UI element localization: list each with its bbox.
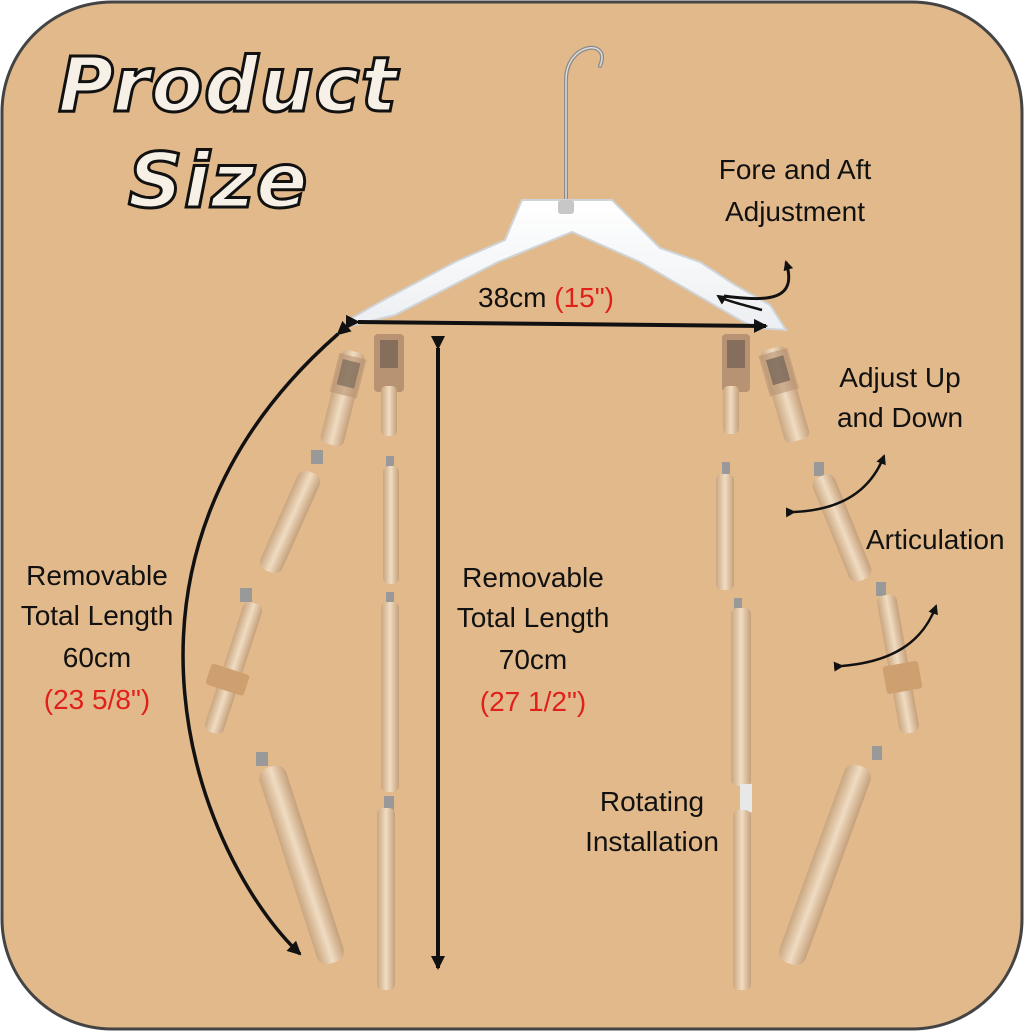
adjust-arrow bbox=[785, 454, 886, 518]
body-label-2: Total Length bbox=[456, 602, 610, 633]
body-value: 70cm bbox=[498, 644, 568, 675]
arm-value: 60cm bbox=[62, 642, 132, 673]
fore-aft-label-1: Fore and Aft bbox=[718, 154, 872, 185]
fore-aft-arrow bbox=[723, 260, 794, 301]
width-label: 38cm (15") bbox=[478, 278, 614, 318]
arm-imperial: (23 5/8") bbox=[43, 684, 151, 715]
body-imperial: (27 1/2") bbox=[479, 686, 587, 717]
arm-label-1: Removable bbox=[26, 560, 168, 591]
body-label-1: Removable bbox=[462, 562, 604, 593]
width-imperial: (15") bbox=[554, 282, 614, 313]
left-body-stick bbox=[374, 334, 404, 990]
adjust-label-1: Adjust Up bbox=[839, 362, 961, 393]
title-line-1: Product bbox=[57, 39, 399, 131]
arm-label-2: Total Length bbox=[20, 600, 174, 631]
articulation-label: Articulation bbox=[866, 524, 1005, 555]
title-line-2: Size bbox=[127, 135, 310, 227]
width-value: 38cm bbox=[478, 282, 547, 313]
width-arrow bbox=[345, 314, 768, 333]
fore-aft-label-2: Adjustment bbox=[724, 196, 866, 227]
arm-length-arrow bbox=[181, 320, 352, 956]
right-body-stick bbox=[716, 334, 752, 990]
articulation-arrow bbox=[833, 604, 938, 672]
rotating-label-1: Rotating bbox=[599, 786, 705, 817]
rotating-label-2: Installation bbox=[585, 826, 719, 857]
adjust-label-2: and Down bbox=[836, 402, 964, 433]
